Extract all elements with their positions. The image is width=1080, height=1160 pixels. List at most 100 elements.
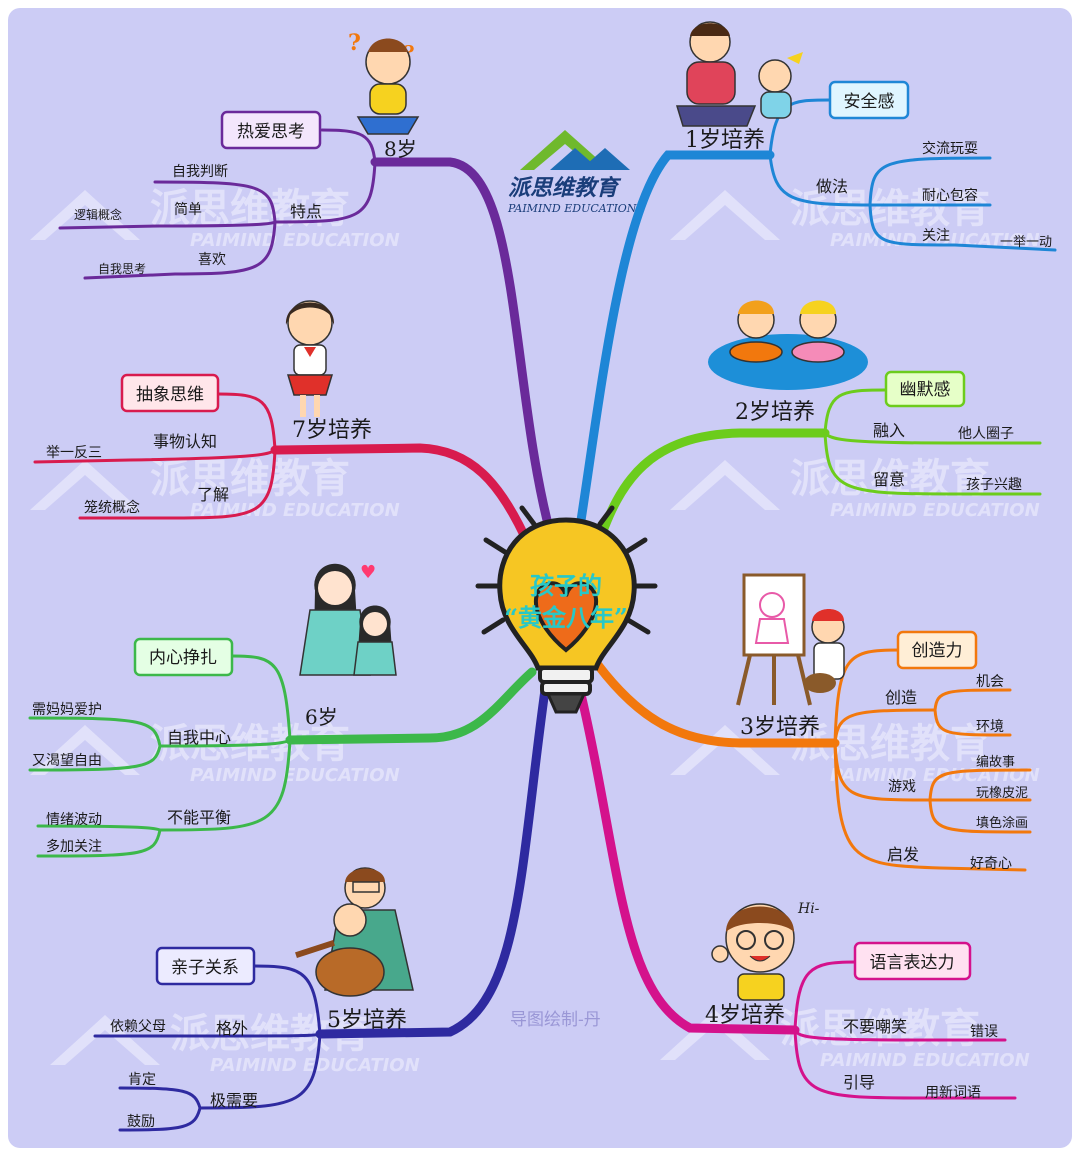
branch-age4-curve — [575, 685, 800, 1035]
watermark-en: PAIMIND EDUCATION — [830, 500, 1040, 521]
age8-item: 简单 — [174, 201, 202, 218]
age3-item: 机会 — [976, 674, 1004, 690]
box-age3 — [896, 630, 978, 670]
watermark-en: PAIMIND EDUCATION — [190, 500, 400, 521]
age3-item: 环境 — [976, 719, 1004, 735]
labels: 1岁培养 安全感 做法 交流玩耍 耐心包容 关注 一举一动 2岁培养 幽默感 融… — [32, 92, 1052, 1130]
swimming-kids-icon — [708, 300, 868, 390]
svg-text:?: ? — [348, 30, 361, 56]
box-age1 — [828, 80, 910, 120]
age3-label: 3岁培养 — [740, 715, 820, 740]
watermark-logo-icon — [30, 725, 140, 775]
painting-girl-icon — [736, 573, 845, 706]
brand-en: PAIMIND EDUCATION — [507, 202, 637, 215]
age8-item: 逻辑概念 — [74, 207, 122, 222]
age1-item: 交流玩耍 — [922, 140, 978, 157]
box-age8 — [220, 110, 322, 150]
box-age6 — [133, 637, 234, 677]
age3-box-text: 创造力 — [912, 641, 963, 661]
branch-age3-curve — [593, 660, 840, 748]
svg-text:?: ? — [404, 42, 415, 63]
box-age7 — [120, 373, 220, 413]
age3-item: 填色涂画 — [976, 815, 1028, 831]
age5-sub: 格外 — [216, 1019, 248, 1038]
age5-item: 鼓励 — [127, 1114, 155, 1130]
age5-box-text: 亲子关系 — [171, 958, 239, 978]
age6-label: 6岁 — [305, 705, 338, 729]
watermark-en: PAIMIND EDUCATION — [820, 1050, 1030, 1071]
age1-item: 一举一动 — [1000, 235, 1052, 250]
age8-item: 自我判断 — [172, 164, 228, 180]
box-age4 — [853, 941, 972, 981]
watermark-logo-icon — [670, 190, 780, 240]
brand-name: 派思维教育 — [508, 175, 622, 201]
age4-label: 4岁培养 — [705, 1003, 785, 1028]
age4-item: 错误 — [970, 1024, 998, 1040]
watermark-text: 派思维教育 — [780, 1006, 980, 1052]
watermark-logo-icon — [50, 1015, 160, 1065]
age4-item: 用新词语 — [925, 1085, 981, 1101]
age8-sub: 特点 — [290, 202, 322, 221]
age6-item: 多加关注 — [46, 838, 102, 855]
age8-item: 喜欢 — [198, 252, 226, 268]
age1-practice: 做法 — [816, 177, 848, 196]
branch-age7-curve — [270, 443, 535, 553]
dad-and-baby-icon — [675, 21, 803, 127]
mom-and-daughter-icon: ♥ — [299, 562, 397, 676]
watermark-en: PAIMIND EDUCATION — [190, 765, 400, 786]
age7-sub: 了解 — [197, 485, 229, 504]
illustrations: ? ? — [285, 21, 868, 1001]
watermark-en: PAIMIND EDUCATION — [190, 230, 400, 251]
bulb-rays-icon — [475, 505, 658, 635]
age1-box-text: 安全感 — [844, 92, 895, 112]
age4-box-text: 语言表达力 — [870, 953, 955, 973]
age3-sub: 游戏 — [888, 779, 916, 795]
concept-boxes — [120, 80, 978, 986]
age3-item: 好奇心 — [970, 855, 1012, 872]
credit-text: 导图绘制-丹 — [510, 1010, 601, 1030]
center-title-line1: 孩子的 — [530, 571, 602, 600]
age6-sub: 不能平衡 — [167, 808, 231, 827]
age1-item: 耐心包容 — [922, 187, 978, 204]
age6-item: 情绪波动 — [46, 812, 102, 828]
branch-age8-curve — [370, 157, 555, 537]
age3-item: 编故事 — [976, 755, 1015, 770]
center-bulb: 孩子的 “黄金八年” — [475, 505, 658, 714]
svg-text:♥: ♥ — [360, 562, 376, 583]
age6-sub: 自我中心 — [167, 728, 231, 747]
age2-label: 2岁培养 — [735, 400, 815, 425]
age5-item: 依赖父母 — [110, 1019, 166, 1035]
watermark-logo-icon — [30, 460, 140, 510]
branch-age5-curve — [315, 685, 550, 1039]
age3-sub: 创造 — [885, 688, 917, 707]
hi-text: Hi- — [797, 901, 820, 917]
watermark-logo-icon — [660, 1010, 770, 1060]
age5-sub: 极需要 — [210, 1091, 258, 1110]
age6-box-text: 内心挣扎 — [149, 648, 217, 668]
age2-item: 孩子兴趣 — [966, 477, 1022, 493]
age3-item: 玩橡皮泥 — [976, 786, 1028, 801]
watermark-text: 派思维教育 — [150, 456, 350, 502]
watermark-text: 派思维教育 — [790, 186, 990, 232]
branch-age6-curve — [285, 667, 537, 745]
age7-sub: 事物认知 — [153, 432, 217, 451]
watermark-logo-icon — [670, 460, 780, 510]
boy-with-glasses-icon — [711, 903, 795, 1001]
age7-item: 举一反三 — [46, 445, 102, 461]
age8-item: 自我思考 — [98, 262, 146, 276]
age2-item: 他人圈子 — [958, 426, 1014, 442]
age6-item: 需妈妈爱护 — [32, 702, 102, 718]
age8-box-text: 热爱思考 — [237, 122, 305, 142]
box-age2 — [884, 370, 966, 408]
age7-label: 7岁培养 — [292, 418, 372, 443]
age3-sub: 启发 — [887, 845, 919, 864]
center-title-line2: “黄金八年” — [504, 603, 628, 632]
age2-sub: 留意 — [873, 470, 905, 489]
age2-box-text: 幽默感 — [900, 380, 951, 400]
age8-label: 8岁 — [384, 137, 417, 161]
branch-age1-curve — [573, 150, 775, 545]
brand-logo: 派思维教育 PAIMIND EDUCATION — [507, 130, 637, 215]
branch-age2-curve — [593, 428, 830, 550]
schoolgirl-icon — [285, 300, 335, 417]
